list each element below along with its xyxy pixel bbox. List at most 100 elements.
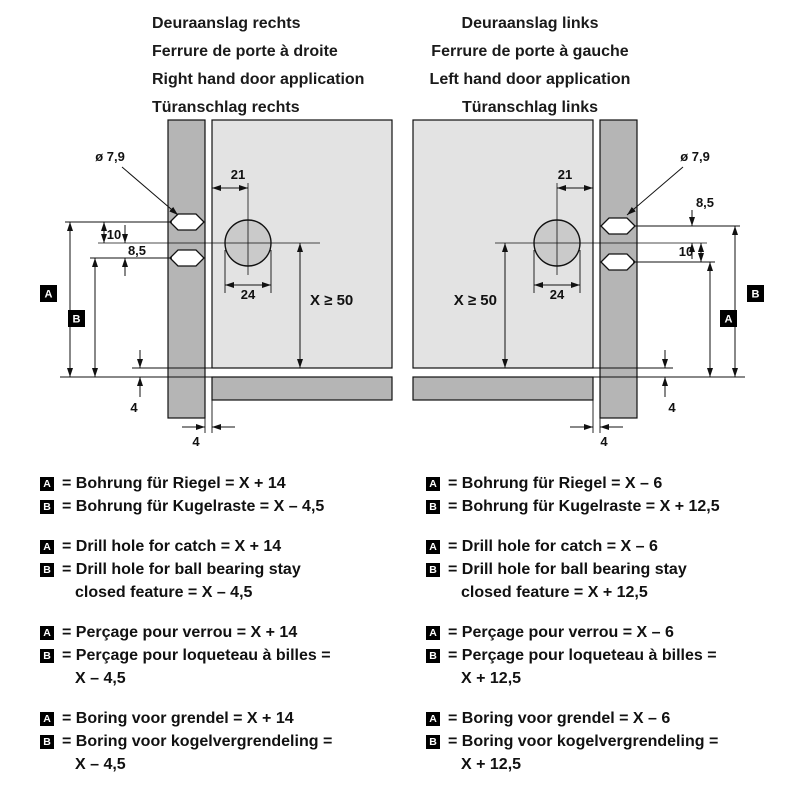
marker-b-badge: B [40,648,54,663]
header-line-dutch: Deuraanslag links [461,15,599,32]
legend-row: A = Perçage pour verrou = X + 14 [40,621,332,644]
marker-a-badge: A [40,711,54,726]
legend-row: B = Perçage pour loqueteau à billes = [40,644,332,667]
legend-block-dutch: A = Boring voor grendel = X + 14 B = Bor… [40,707,332,776]
marker-a-letter: A [725,314,733,326]
marker-b-badge: B [68,310,85,327]
legend-row: A = Bohrung für Riegel = X + 14 [40,472,332,495]
cabinet-panels [412,119,638,419]
gap-4-horizontal-label: 4 [192,434,200,449]
legend-row: B = Bohrung für Kugelraste = X + 12,5 [426,495,720,518]
centerlines [98,183,320,275]
x-min-50-label: X ≥ 50 [310,292,353,309]
marker-a-badge: A [40,476,54,491]
dim-10-label: 10 [107,227,121,242]
legend-block-german: A = Bohrung für Riegel = X + 14 B = Bohr… [40,472,332,518]
socket-b [169,249,205,267]
legend-row-continuation: X + 12,5 [426,667,720,690]
legend-text: = Bohrung für Kugelraste = X – 4,5 [62,497,325,515]
marker-a-badge: A [40,285,57,302]
marker-a-badge: A [426,711,440,726]
socket-a [169,213,205,231]
dim-21-label: 21 [231,167,245,182]
dim-8-5-label: 8,5 [128,243,146,258]
legend-row-continuation: closed feature = X – 4,5 [40,581,332,604]
legend-text: = Bohrung für Kugelraste = X + 12,5 [448,497,720,515]
legend-text: X + 12,5 [461,755,522,773]
legend-row-continuation: X – 4,5 [40,753,332,776]
drill-sockets [600,217,636,271]
legend-row: B = Bohrung für Kugelraste = X – 4,5 [40,495,332,518]
side-panel [167,119,206,419]
legend-text: = Boring voor kogelvergrendeling = [448,732,719,750]
dim-10-label: 10 [679,244,693,259]
legend-text: X – 4,5 [75,669,126,687]
x-min-50-label: X ≥ 50 [454,292,497,309]
legend-text: = Bohrung für Riegel = X + 14 [62,474,286,492]
dim-8-5-label: 8,5 [696,195,714,210]
legend-block-dutch: A = Boring voor grendel = X – 6 B = Bori… [426,707,720,776]
drawing-right-hand-door: ø 7,9 21 24 10 8,5 X ≥ 50 4 4 A B [40,119,393,449]
legend-row: B = Boring voor kogelvergrendeling = [40,730,332,753]
legend-row: B = Drill hole for ball bearing stay [426,558,720,581]
legend-row-continuation: X – 4,5 [40,667,332,690]
gap-4-horizontal-label: 4 [600,434,608,449]
legend-text: X + 12,5 [461,669,522,687]
legend-row-continuation: X + 12,5 [426,753,720,776]
header-line-english: Right hand door application [152,71,365,88]
legend-block-english: A = Drill hole for catch = X + 14 B = Dr… [40,535,332,604]
gap-4-vertical-label: 4 [668,400,676,415]
drill-sockets [169,213,205,267]
legend-block-french: A = Perçage pour verrou = X – 6 B = Perç… [426,621,720,690]
bottom-panel [412,376,594,401]
cabinet-panels [167,119,393,419]
legend-text: = Perçage pour verrou = X – 6 [448,623,674,641]
legend-text: = Drill hole for catch = X – 6 [448,537,658,555]
marker-b-badge: B [40,734,54,749]
legend-text: = Drill hole for catch = X + 14 [62,537,282,555]
marker-a-badge: A [720,310,737,327]
diameter-leader-arrow [121,166,179,216]
header-left-hand-application: Deuraanslag links Ferrure de porte à gau… [400,10,660,122]
marker-a-badge: A [40,625,54,640]
dim-24-label: 24 [550,287,565,302]
legend-text: closed feature = X + 12,5 [461,583,648,601]
diameter-label: ø 7,9 [95,149,125,164]
legend-text: = Drill hole for ball bearing stay [448,560,687,578]
marker-a-badge: A [40,539,54,554]
legend-right-hand-door: A = Bohrung für Riegel = X + 14 B = Bohr… [40,472,332,793]
marker-b-badge: B [426,562,440,577]
header-line-german: Türanschlag rechts [152,99,300,116]
legend-text: = Boring voor grendel = X – 6 [448,709,671,727]
header-line-french: Ferrure de porte à gauche [431,43,629,60]
marker-b-badge: B [426,648,440,663]
legend-row: A = Boring voor grendel = X + 14 [40,707,332,730]
legend-text: = Perçage pour loqueteau à billes = [448,646,717,664]
socket-a [600,253,636,271]
legend-text: = Perçage pour verrou = X + 14 [62,623,298,641]
bottom-panel [211,376,393,401]
legend-text: = Drill hole for ball bearing stay [62,560,301,578]
legend-block-french: A = Perçage pour verrou = X + 14 B = Per… [40,621,332,690]
legend-row: B = Drill hole for ball bearing stay [40,558,332,581]
legend-text: = Boring voor kogelvergrendeling = [62,732,333,750]
diameter-label: ø 7,9 [680,149,710,164]
header-line-french: Ferrure de porte à droite [152,43,338,60]
dimension-lines [502,166,738,430]
marker-a-badge: A [426,625,440,640]
legend-row: A = Drill hole for catch = X + 14 [40,535,332,558]
header-line-english: Left hand door application [429,71,631,88]
legend-row: A = Bohrung für Riegel = X – 6 [426,472,720,495]
legend-row: A = Drill hole for catch = X – 6 [426,535,720,558]
legend-text: = Perçage pour loqueteau à billes = [62,646,331,664]
header-line-dutch: Deuraanslag rechts [152,15,301,32]
legend-left-hand-door: A = Bohrung für Riegel = X – 6 B = Bohru… [426,472,720,793]
diameter-leader-arrow [626,166,684,216]
legend-row-continuation: closed feature = X + 12,5 [426,581,720,604]
legend-text: X – 4,5 [75,755,126,773]
legend-row: B = Boring voor kogelvergrendeling = [426,730,720,753]
marker-b-badge: B [426,499,440,514]
header-right-hand-application: Deuraanslag rechts Ferrure de porte à dr… [152,10,364,122]
legend-row: A = Perçage pour verrou = X – 6 [426,621,720,644]
marker-b-badge: B [426,734,440,749]
